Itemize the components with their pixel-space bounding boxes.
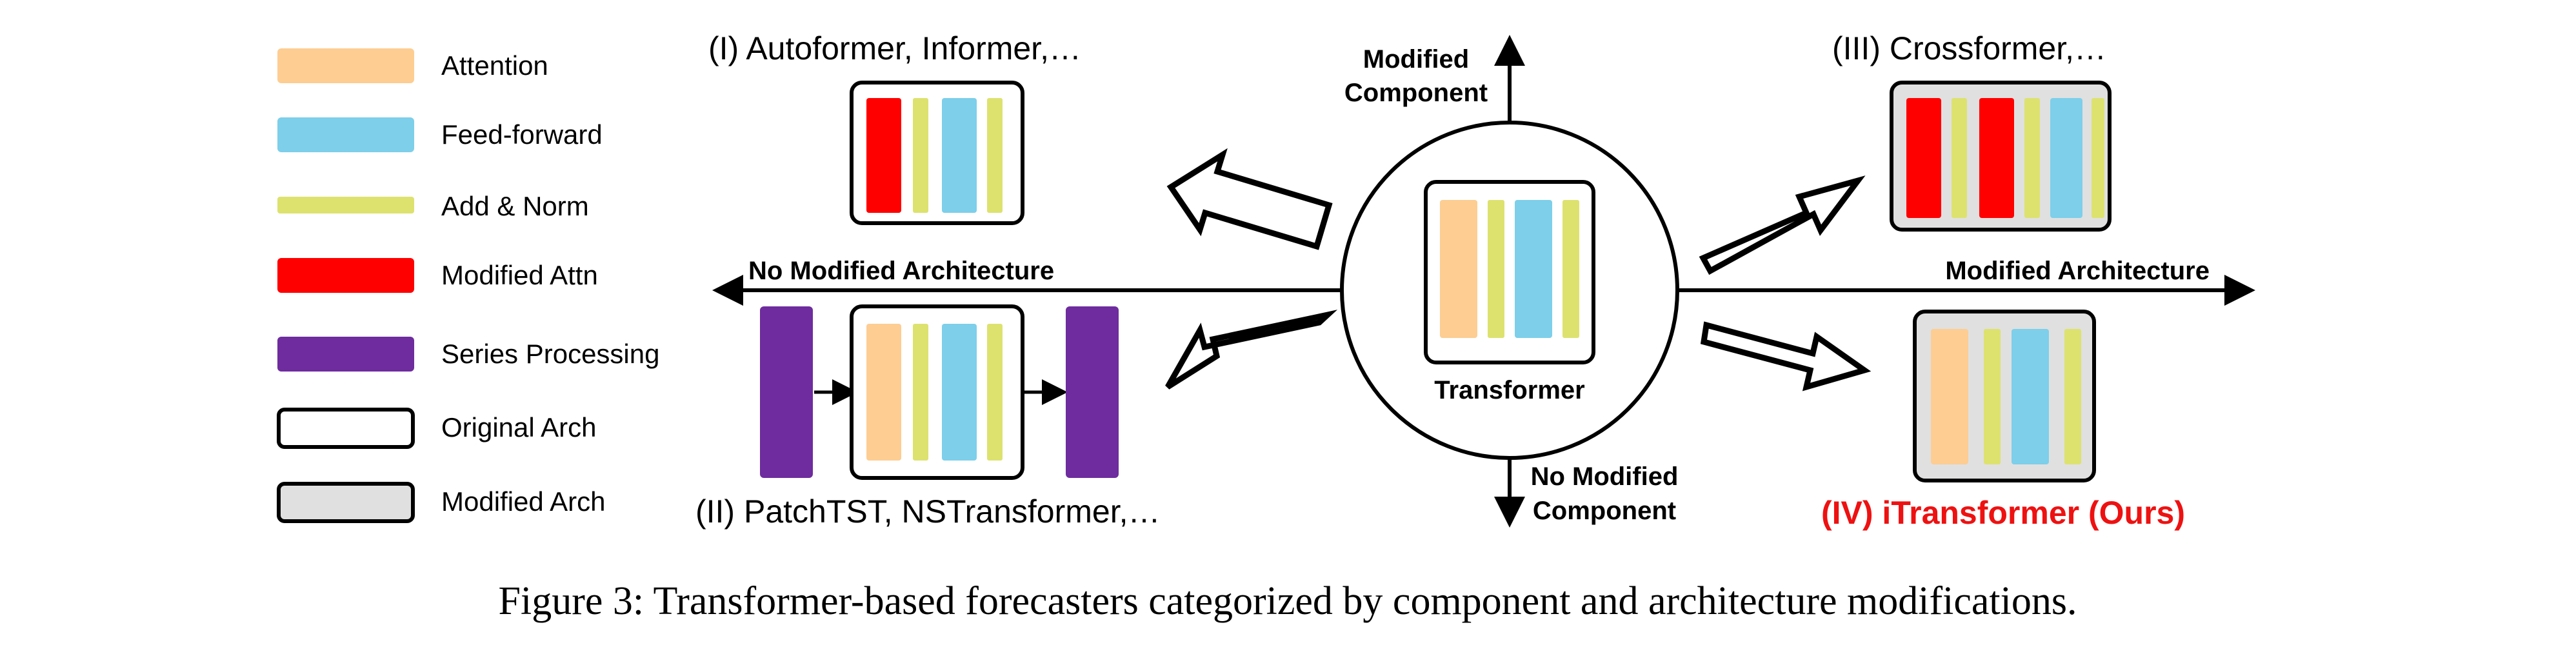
q3-addnorm-block-2 <box>2024 98 2040 218</box>
q2-addnorm-block-2 <box>987 324 1003 461</box>
q3-title: (III) Crossformer,… <box>1832 30 2106 66</box>
arrow-to-q4 <box>1700 321 1872 392</box>
quadrant-3: (III) Crossformer,… <box>1832 30 2112 232</box>
arrow-to-q3 <box>1699 175 1866 275</box>
center-transformer: Transformer <box>1340 121 1679 460</box>
q3-modified-attn-block-2 <box>1979 98 2014 218</box>
q1-addnorm-block <box>913 98 928 213</box>
legend-label-modified-arch: Modified Arch <box>441 486 605 517</box>
q3-addnorm-block <box>1952 98 1967 218</box>
q4-addnorm-block <box>1984 329 2001 464</box>
axis-label-down-line2: Component <box>1533 497 1676 525</box>
q4-attention-block <box>1931 329 1968 464</box>
q3-modified-attn-block <box>1906 98 1941 218</box>
q2-series-processing-in <box>760 306 813 478</box>
axis-label-up-line2: Component <box>1344 79 1488 107</box>
legend-label-feedforward: Feed-forward <box>441 119 603 150</box>
legend-swatch-modified-attn <box>277 258 414 293</box>
arrow-to-q1 <box>1166 148 1333 250</box>
q4-addnorm-block-2 <box>2064 329 2081 464</box>
figure-caption: Figure 3: Transformer-based forecasters … <box>499 579 2077 623</box>
center-feedforward-block <box>1515 200 1552 338</box>
q2-title: (II) PatchTST, NSTransformer,… <box>695 493 1161 530</box>
legend-label-modified-attn: Modified Attn <box>441 260 598 290</box>
q4-title: (IV) iTransformer (Ours) <box>1821 495 2185 531</box>
legend: Attention Feed-forward Add & Norm Modifi… <box>277 48 659 523</box>
axes: Modified Component No Modified Component… <box>712 35 2255 528</box>
q2-series-processing-out <box>1066 306 1119 478</box>
axis-label-up-line1: Modified <box>1363 45 1469 74</box>
legend-swatch-addnorm <box>277 197 414 213</box>
legend-label-addnorm: Add & Norm <box>441 191 589 221</box>
hollow-arrows <box>1165 148 1872 392</box>
q2-attention-block <box>866 324 901 461</box>
legend-swatch-original-arch <box>277 408 415 449</box>
legend-swatch-feedforward <box>277 117 414 152</box>
legend-swatch-series-processing <box>277 337 414 372</box>
arrow-to-q2 <box>1165 310 1338 390</box>
q1-addnorm-block-2 <box>987 98 1003 213</box>
quadrant-4: (IV) iTransformer (Ours) <box>1821 310 2185 531</box>
center-label: Transformer <box>1434 376 1584 404</box>
legend-label-series-processing: Series Processing <box>441 339 659 369</box>
axis-label-left: No Modified Architecture <box>748 257 1054 285</box>
center-attention-block <box>1440 200 1477 338</box>
legend-label-attention: Attention <box>441 50 548 81</box>
legend-swatch-attention <box>277 48 414 83</box>
q1-feedforward-block <box>942 98 977 213</box>
q1-modified-attn-block <box>866 98 901 213</box>
q3-feedforward-block <box>2050 98 2082 218</box>
q4-feedforward-block <box>2012 329 2049 464</box>
q2-addnorm-block <box>913 324 928 461</box>
q1-title: (I) Autoformer, Informer,… <box>708 30 1081 66</box>
center-addnorm-block-2 <box>1563 200 1579 338</box>
q2-feedforward-block <box>942 324 977 461</box>
q3-addnorm-block-3 <box>2092 98 2104 218</box>
axis-label-down-line1: No Modified <box>1531 462 1679 491</box>
quadrant-2: (II) PatchTST, NSTransformer,… <box>695 304 1161 530</box>
legend-swatch-modified-arch <box>277 482 415 523</box>
quadrant-1: (I) Autoformer, Informer,… <box>708 30 1081 225</box>
axis-label-right: Modified Architecture <box>1945 257 2210 285</box>
center-addnorm-block <box>1488 200 1504 338</box>
legend-label-original-arch: Original Arch <box>441 412 596 442</box>
